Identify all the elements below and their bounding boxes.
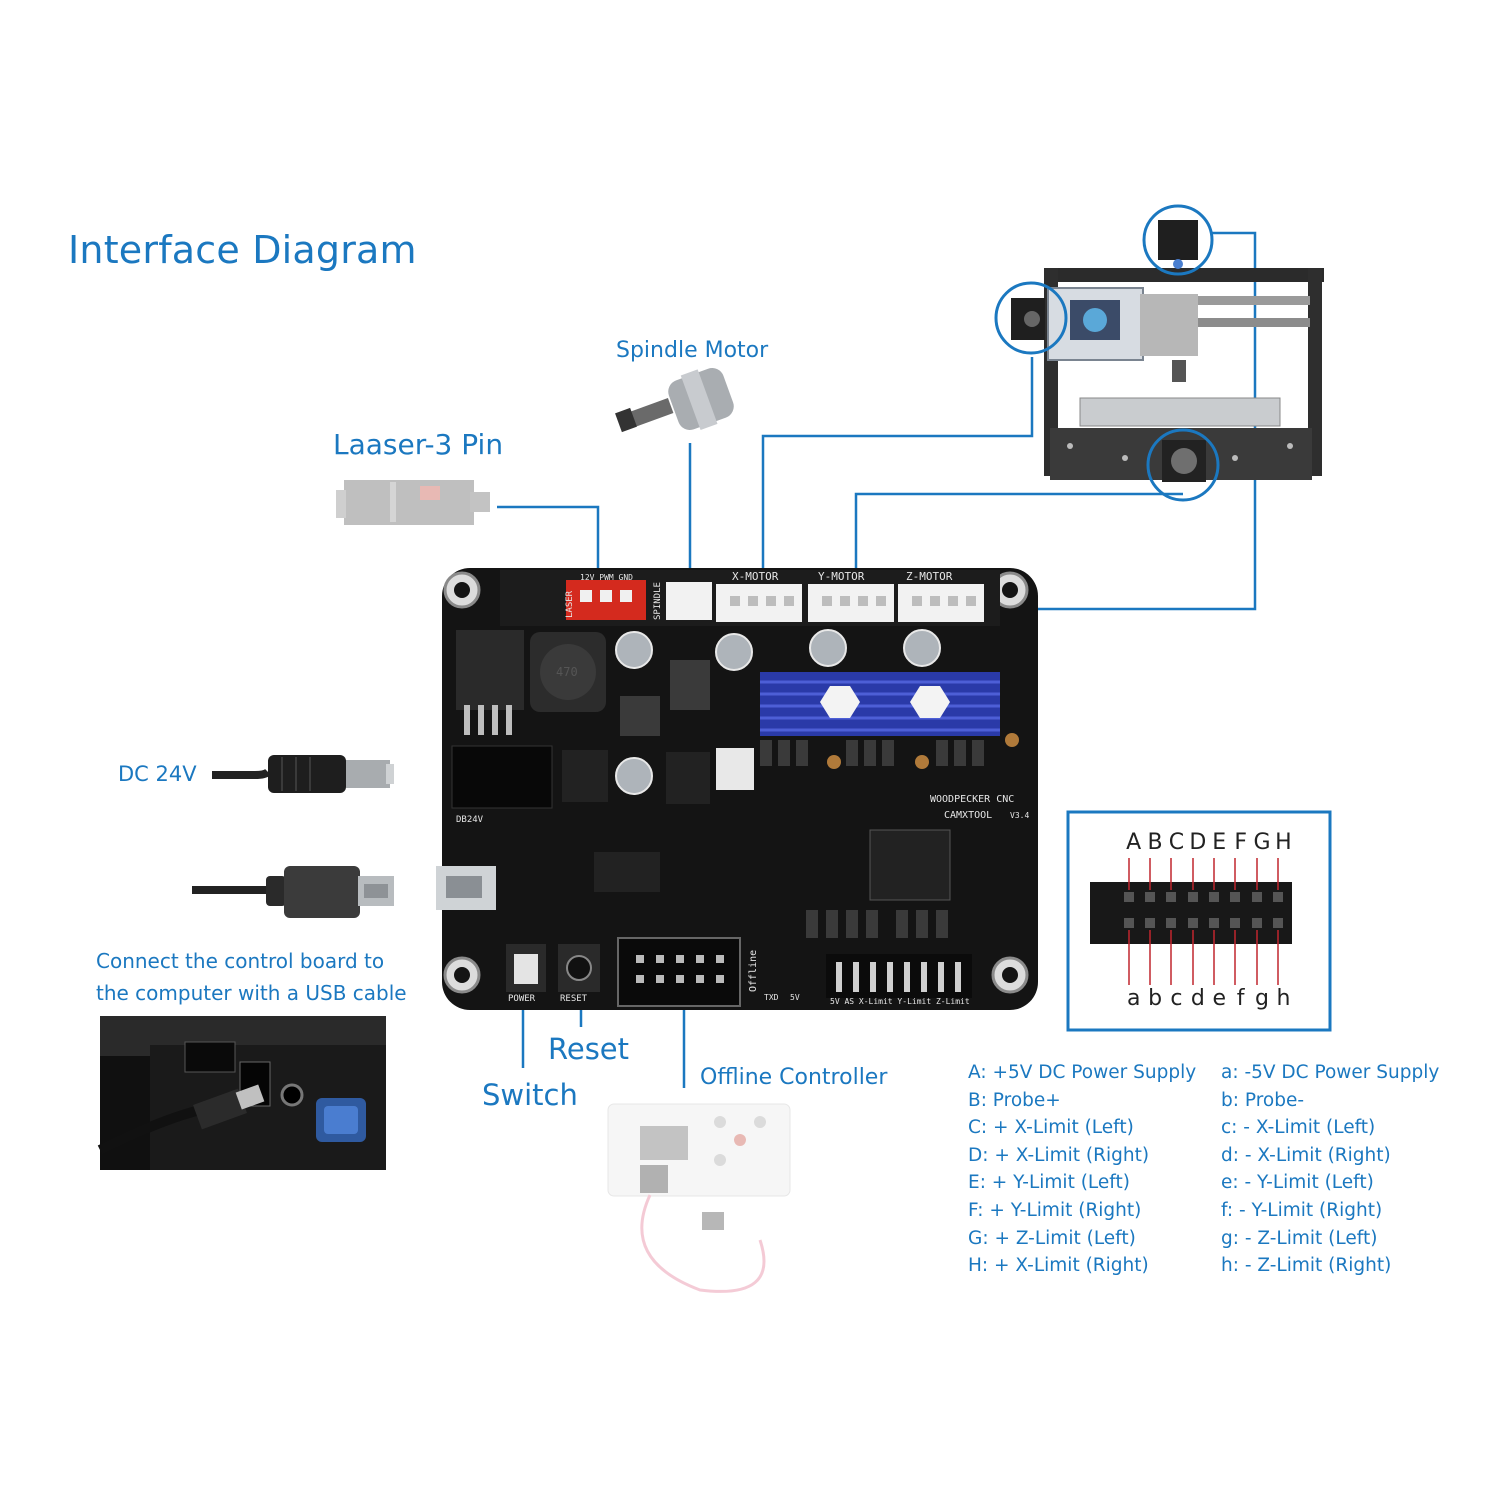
x-motor-silk: X-MOTOR bbox=[732, 570, 779, 583]
laser-pins-silk: 12V PWM GND bbox=[580, 573, 633, 582]
laser-line bbox=[497, 505, 600, 580]
legend-item: g: - Z-Limit (Left) bbox=[1221, 1227, 1378, 1249]
legend-item: f: - Y-Limit (Right) bbox=[1221, 1199, 1383, 1221]
pin-label-d: d bbox=[1190, 986, 1205, 1011]
usb-cable-image bbox=[192, 866, 394, 918]
legend-item: D: + X-Limit (Right) bbox=[968, 1144, 1150, 1166]
mcu-chip bbox=[869, 829, 951, 901]
board-model-silk: CAMXTOOL bbox=[944, 810, 992, 821]
inductor-silk: 470 bbox=[556, 665, 578, 679]
dc-power-plug-image bbox=[212, 755, 394, 793]
x-axis-motor-highlight bbox=[994, 281, 1068, 355]
db24-silk: DB24V bbox=[456, 815, 484, 825]
board-brand-silk: WOODPECKER CNC bbox=[930, 794, 1014, 805]
pin-label-b: b bbox=[1148, 986, 1163, 1011]
pin-label-c: c bbox=[1170, 986, 1183, 1011]
spindle-connector bbox=[666, 582, 712, 620]
reset-label: Reset bbox=[548, 1032, 630, 1066]
pin-label-B: B bbox=[1147, 830, 1163, 855]
control-board: X-MOTOR Y-MOTOR Z-MOTOR 12V PWM GND LASE… bbox=[436, 568, 1038, 1010]
pin-label-e: e bbox=[1212, 986, 1227, 1011]
legend-item: h: - Z-Limit (Right) bbox=[1221, 1255, 1392, 1277]
offline-port bbox=[617, 937, 741, 1007]
y-axis-motor-highlight bbox=[1146, 428, 1220, 502]
pin-label-a: a bbox=[1126, 986, 1141, 1011]
pin-legend-lower: a: -5V DC Power Supply b: Probe- c: - X-… bbox=[1221, 1059, 1439, 1280]
legend-item: e: - Y-Limit (Left) bbox=[1221, 1172, 1374, 1194]
legend-item: c: - X-Limit (Left) bbox=[1221, 1117, 1376, 1139]
legend-item: a: -5V DC Power Supply bbox=[1221, 1062, 1440, 1083]
pin-label-E: E bbox=[1212, 830, 1227, 855]
usb-instruction-label: Connect the control board to the compute… bbox=[96, 945, 407, 1009]
z-axis-motor-highlight bbox=[1142, 204, 1214, 276]
offline-port-silk: Offline bbox=[748, 950, 759, 992]
laser-label: Laaser-3 Pin bbox=[333, 428, 504, 461]
pin-label-F: F bbox=[1234, 830, 1247, 855]
spindle-header-silk: SPINDLE bbox=[653, 582, 663, 620]
laser-header-silk: LASER bbox=[565, 590, 575, 618]
spindle-motor-image bbox=[615, 368, 734, 433]
board-version-silk: V3.4 bbox=[1010, 811, 1029, 820]
connection-lines bbox=[497, 231, 1257, 1088]
laser-module-image bbox=[336, 480, 490, 525]
pin-label-D: D bbox=[1189, 830, 1207, 855]
offline-controller-label: Offline Controller bbox=[700, 1065, 888, 1090]
x-motor-line bbox=[761, 357, 1034, 582]
usb-instruction-line1: Connect the control board to bbox=[96, 949, 385, 973]
pin-label-H: H bbox=[1275, 830, 1292, 855]
spindle-motor-label: Spindle Motor bbox=[616, 338, 769, 363]
y-motor-line bbox=[854, 492, 1183, 582]
legend-item: d: - X-Limit (Right) bbox=[1221, 1144, 1391, 1166]
v5-silk: 5V bbox=[790, 993, 800, 1002]
cnc-machine bbox=[994, 204, 1324, 502]
txd-silk: TXD bbox=[764, 993, 779, 1002]
legend-item: C: + X-Limit (Left) bbox=[968, 1117, 1134, 1139]
pin-label-h: h bbox=[1276, 986, 1291, 1011]
pinout-inset bbox=[1066, 810, 1332, 1032]
limit-silk: 5V AS X-Limit Y-Limit Z-Limit bbox=[830, 997, 970, 1006]
pin-label-f: f bbox=[1236, 986, 1245, 1011]
offline-controller-image bbox=[607, 1103, 791, 1293]
limit-header bbox=[826, 954, 972, 998]
y-motor-silk: Y-MOTOR bbox=[818, 570, 865, 583]
legend-item: A: +5V DC Power Supply bbox=[968, 1062, 1197, 1083]
pin-label-A: A bbox=[1126, 830, 1142, 855]
z-motor-silk: Z-MOTOR bbox=[906, 570, 953, 583]
pin-legend-upper: A: +5V DC Power Supply B: Probe+ C: + X-… bbox=[968, 1059, 1196, 1280]
usb-instruction-line2: the computer with a USB cable bbox=[96, 981, 407, 1005]
pin-label-C: C bbox=[1168, 830, 1185, 855]
laptop-usb-photo bbox=[97, 1016, 386, 1170]
legend-item: F: + Y-Limit (Right) bbox=[968, 1199, 1142, 1221]
legend-item: E: + Y-Limit (Left) bbox=[968, 1172, 1130, 1194]
power-btn-silk: POWER bbox=[508, 994, 536, 1004]
legend-item: B: Probe+ bbox=[968, 1089, 1061, 1111]
pin-label-g: g bbox=[1255, 986, 1270, 1011]
switch-label: Switch bbox=[482, 1078, 578, 1112]
pin-label-G: G bbox=[1253, 830, 1271, 855]
legend-item: H: + X-Limit (Right) bbox=[968, 1255, 1149, 1277]
page-title: Interface Diagram bbox=[68, 228, 417, 272]
dc-24v-label: DC 24V bbox=[118, 762, 197, 786]
legend-item: G: + Z-Limit (Left) bbox=[968, 1227, 1136, 1249]
reset-btn-silk: RESET bbox=[560, 994, 588, 1004]
legend-item: b: Probe- bbox=[1221, 1089, 1305, 1111]
